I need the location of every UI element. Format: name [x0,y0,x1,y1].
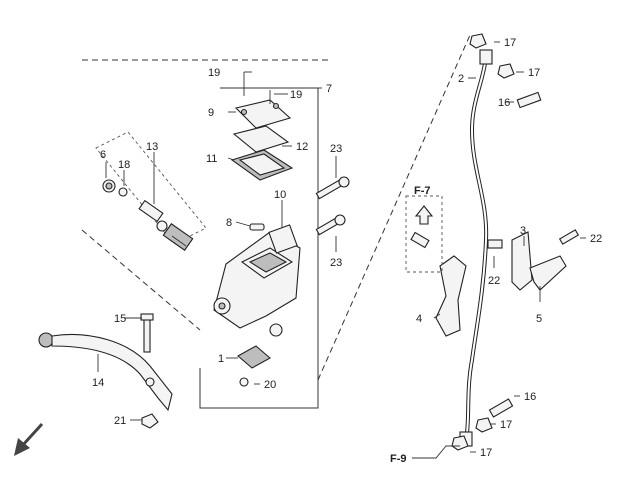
brake-hose [459,49,493,447]
callout-5: 5 [536,313,542,325]
callout-16-lower: 16 [524,391,536,403]
pivot-nut [141,413,159,429]
callout-17-d: 17 [480,447,492,459]
callout-11: 11 [206,153,217,165]
hose-clamp [511,231,533,291]
callout-20: 20 [264,379,276,391]
hose-guide-right [529,255,567,291]
callout-16-upper: 16 [498,97,510,109]
callout-2: 2 [458,73,464,85]
boot-seal [102,179,116,193]
diaphragm [230,149,294,181]
callout-13: 13 [146,141,158,153]
reservoir-cap [234,99,292,129]
callout-12: 12 [296,141,308,153]
callout-23-upper: 23 [330,143,342,155]
callout-15: 15 [114,313,126,325]
callout-10: 10 [274,189,286,201]
pivot-bolt [140,313,154,353]
callout-19-left: 19 [208,67,220,79]
oil-bolts [451,33,515,451]
master-cylinder-frame [81,34,471,409]
light-switch [249,223,265,231]
hose-guide-left [435,255,467,337]
callout-17-a: 17 [504,37,516,49]
callout-18: 18 [118,159,130,171]
reference-f7: F-7 [414,185,431,197]
callout-21: 21 [114,415,126,427]
callout-4: 4 [416,313,422,325]
f7-reference [405,195,443,273]
leader-lines [97,41,586,453]
callout-19-right: 19 [290,89,302,101]
callout-17-c: 17 [500,419,512,431]
diaphragm-plate [232,125,290,153]
brake-lever [38,332,173,412]
guide-bolts [410,229,580,249]
callout-labels: 1 2 3 4 5 6 7 8 9 10 11 12 13 14 15 16 1… [92,37,602,465]
callout-14: 14 [92,377,104,389]
hose-bolts-16 [488,91,542,418]
callout-8: 8 [226,217,232,229]
f9-reference [412,445,460,459]
holder-clamp [237,345,271,387]
orientation-arrow [14,422,44,456]
piston-assembly [138,199,194,251]
callout-22-left: 22 [488,275,500,287]
mounting-bolts [315,176,350,236]
callout-1: 1 [218,353,224,365]
reference-f9: F-9 [390,453,407,465]
callout-6: 6 [100,149,106,161]
cap-screws [243,72,271,104]
callout-17-b: 17 [528,67,540,79]
snap-ring [118,187,128,197]
callout-22-right: 22 [590,233,602,245]
callout-3: 3 [520,225,526,237]
master-cylinder-body [213,224,301,337]
callout-9: 9 [208,107,214,119]
callout-7: 7 [326,83,332,95]
callout-23-lower: 23 [330,257,342,269]
